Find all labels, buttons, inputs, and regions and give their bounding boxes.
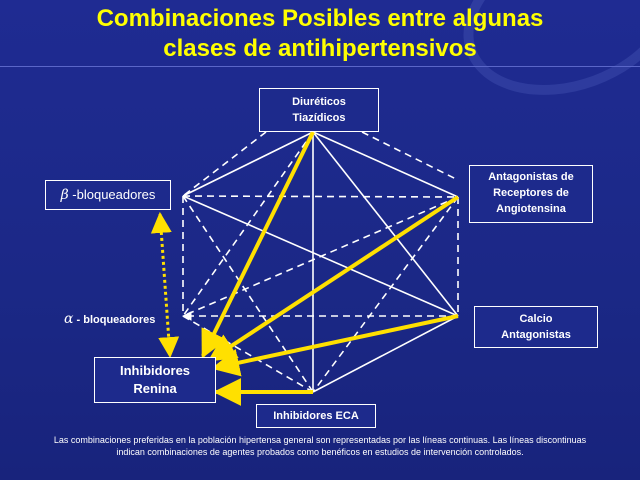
node-renina-line-2: Renina (133, 381, 177, 396)
dashed-line-diur-beta-top (182, 131, 267, 197)
footnote: Las combinaciones preferidas en la pobla… (0, 434, 640, 458)
node-diureticos-tiazidicos: Diuréticos Tiazídicos (259, 88, 379, 132)
dashed-line-ara-alfa (182, 196, 459, 317)
node-renina-line-1: Inhibidores (119, 363, 191, 378)
node-calcio-line-2: Antagonistas (501, 329, 571, 341)
solid-line-calcio-eca (312, 315, 459, 393)
dashed-line-beta-ara (182, 195, 459, 198)
highlight-arrow-calcio-renina (211, 314, 459, 377)
dashed-line-ara-eca (312, 196, 459, 393)
node-calcio-line-1: Calcio (519, 313, 553, 325)
solid-line-diur-beta (182, 131, 314, 197)
dashed-line-diur-ara-top (361, 131, 459, 181)
node-diureticos-line-2: Tiazídicos (292, 112, 346, 124)
beta-symbol: β (60, 187, 69, 203)
title-divider (0, 66, 640, 67)
node-inhibidores-renina: Inhibidores Renina (94, 357, 216, 403)
highlight-arrow-diur-renina (201, 131, 315, 359)
title-line-1: Combinaciones Posibles entre algunas (96, 5, 544, 32)
solid-line-diur-ara (312, 131, 459, 198)
node-diureticos-line-1: Diuréticos (292, 96, 346, 108)
footnote-line-1: Las combinaciones preferidas en la pobla… (53, 435, 587, 445)
dashed-line-beta-eca (182, 195, 314, 393)
alfa-label: - bloqueadores (76, 314, 156, 326)
node-inhibidores-eca: Inhibidores ECA (256, 404, 376, 428)
node-eca-label: Inhibidores ECA (273, 410, 359, 422)
solid-line-diur-calcio (312, 131, 459, 317)
node-calcio-antagonistas: Calcio Antagonistas (474, 306, 598, 348)
highlight-arrow-ara-renina (207, 195, 460, 362)
highlight-dotted-beta-renina (150, 211, 180, 359)
node-ara-line-3: Angiotensina (496, 203, 566, 215)
node-antagonistas-receptores-angiotensina: Antagonistas de Receptores de Angiotensi… (469, 165, 593, 223)
alfa-symbol: α (64, 311, 74, 327)
node-alfa-bloqueadores: α - bloqueadores (64, 309, 155, 330)
node-beta-bloqueadores: β -bloqueadores (45, 180, 171, 210)
slide-title: Combinaciones Posibles entre algunas cla… (0, 4, 640, 64)
node-ara-line-2: Receptores de (493, 187, 569, 199)
beta-label: -bloqueadores (72, 187, 156, 202)
dashed-line-diur-alfa (182, 131, 314, 317)
title-line-2: clases de antihipertensivos (163, 35, 477, 62)
node-ara-line-1: Antagonistas de (488, 171, 574, 183)
footnote-line-2: indican combinaciones de agentes probado… (116, 447, 524, 457)
